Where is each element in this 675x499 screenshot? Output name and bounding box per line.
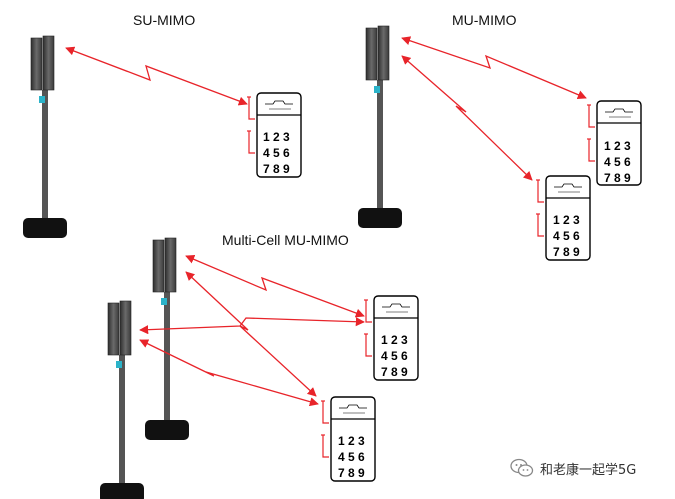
title-mu-mimo: MU-MIMO — [452, 12, 517, 28]
keypad-row: 4 5 6 — [553, 229, 580, 243]
mu-link-arrow-1 — [401, 36, 587, 100]
keypad-row: 7 8 9 — [381, 365, 408, 379]
wechat-icon — [510, 458, 534, 477]
title-multi-cell-mu-mimo: Multi-Cell MU-MIMO — [222, 232, 349, 248]
keypad-row: 7 8 9 — [604, 171, 631, 185]
mc-base-station-1 — [144, 237, 190, 441]
watermark: 和老康一起学5G — [510, 458, 636, 478]
mc-link-arrow-1 — [185, 255, 365, 318]
keypad-row: 4 5 6 — [381, 349, 408, 363]
keypad-row: 4 5 6 — [263, 146, 290, 160]
keypad-row: 1 2 3 — [338, 434, 365, 448]
mc-link-arrow-4 — [139, 339, 319, 407]
su-phone-keypad: 1 2 3 4 5 6 7 8 9 — [263, 130, 290, 176]
mu-phone-1-keypad: 1 2 3 4 5 6 7 8 9 — [604, 139, 631, 185]
keypad-row: 1 2 3 — [553, 213, 580, 227]
mc-base-station-2 — [99, 300, 145, 499]
mc-phone-1-keypad: 1 2 3 4 5 6 7 8 9 — [381, 333, 408, 379]
mu-phone-2-keypad: 1 2 3 4 5 6 7 8 9 — [553, 213, 580, 259]
mc-phone-2-keypad: 1 2 3 4 5 6 7 8 9 — [338, 434, 365, 480]
su-link-arrow — [65, 46, 248, 106]
watermark-text: 和老康一起学5G — [540, 462, 637, 478]
keypad-row: 1 2 3 — [381, 333, 408, 347]
keypad-row: 7 8 9 — [263, 162, 290, 176]
mc-link-arrow-3 — [139, 317, 365, 335]
keypad-row: 7 8 9 — [338, 466, 365, 480]
mu-link-arrow-2 — [401, 55, 533, 181]
keypad-row: 1 2 3 — [604, 139, 631, 153]
mu-base-station — [357, 25, 403, 229]
su-base-station — [22, 35, 68, 239]
keypad-row: 7 8 9 — [553, 245, 580, 259]
title-su-mimo: SU-MIMO — [133, 12, 195, 28]
keypad-row: 4 5 6 — [604, 155, 631, 169]
keypad-row: 1 2 3 — [263, 130, 290, 144]
keypad-row: 4 5 6 — [338, 450, 365, 464]
